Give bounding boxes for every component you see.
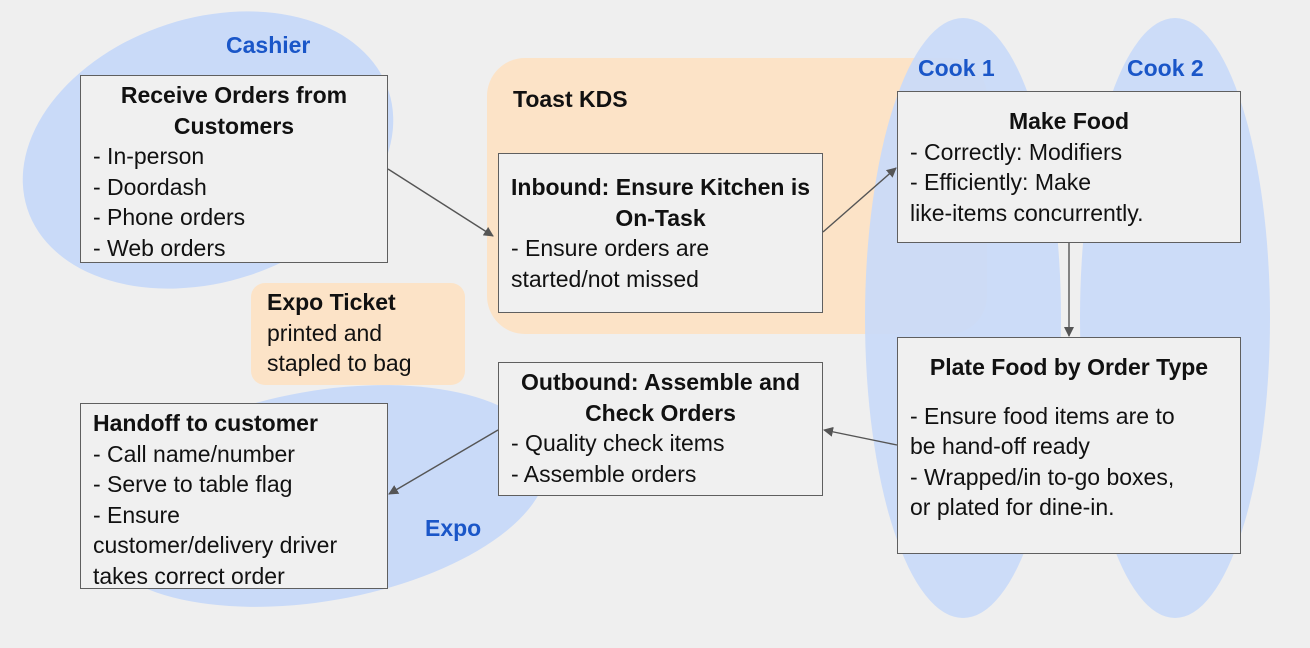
arrow-plate-to-outbound	[823, 426, 898, 446]
handoff-line: - Call name/number	[93, 440, 295, 467]
plate-food-line: - Ensure food items are to	[910, 402, 1175, 429]
expo-ticket-note: Expo Ticket printed and stapled to bag	[251, 283, 465, 385]
outbound-line: - Quality check items	[511, 430, 725, 456]
cook1-label: Cook 1	[918, 55, 995, 81]
make-food-title: Make Food	[1008, 108, 1130, 134]
plate-food-title: Plate Food by Order Type	[929, 354, 1209, 380]
inbound-title: Inbound: Ensure Kitchen is On-Task	[511, 174, 811, 231]
plate-food-line: - Wrapped/in to-go boxes,	[910, 463, 1175, 490]
inbound-line: started/not missed	[511, 265, 699, 292]
outbound-title: Outbound: Assemble and Check Orders	[521, 369, 800, 426]
outbound-line: - Assemble orders	[511, 460, 697, 487]
handoff-line: - Serve to table flag	[93, 471, 293, 497]
handoff-line: customer/delivery driver	[93, 532, 338, 558]
receive-orders-line: - Doordash	[93, 173, 207, 200]
receive-orders-line: - Web orders	[93, 234, 226, 261]
make-food-line: - Efficiently: Make	[910, 169, 1092, 195]
receive-orders-box: Receive Orders from Customers - In-perso…	[80, 75, 388, 263]
inbound-box: Inbound: Ensure Kitchen is On-Task - Ens…	[498, 153, 823, 313]
inbound-line: - Ensure orders are	[511, 235, 710, 261]
expo-ticket-title: Expo Ticket	[267, 289, 396, 315]
handoff-box: Handoff to customer - Call name/number -…	[80, 403, 388, 589]
plate-food-box: Plate Food by Order Type - Ensure food i…	[897, 337, 1241, 554]
handoff-line: takes correct order	[93, 562, 285, 589]
outbound-box: Outbound: Assemble and Check Orders - Qu…	[498, 362, 823, 496]
receive-orders-title: Receive Orders from Customers	[120, 82, 348, 139]
make-food-line: - Correctly: Modifiers	[910, 138, 1123, 165]
plate-food-line: or plated for dine-in.	[910, 494, 1115, 520]
handoff-line: - Ensure	[93, 501, 180, 528]
arrow-inbound-to-make	[822, 167, 897, 233]
arrow-outbound-to-handoff	[388, 429, 499, 495]
expo-label: Expo	[425, 515, 482, 541]
cook2-label: Cook 2	[1127, 55, 1204, 81]
toast-kds-label: Toast KDS	[513, 86, 628, 112]
receive-orders-line: - Phone orders	[93, 204, 246, 230]
cashier-label: Cashier	[226, 32, 311, 58]
expo-ticket-line: stapled to bag	[267, 350, 412, 376]
handoff-title: Handoff to customer	[93, 410, 318, 436]
make-food-box: Make Food - Correctly: Modifiers - Effic…	[897, 91, 1241, 243]
expo-ticket-line: printed and	[267, 319, 383, 346]
plate-food-line: be hand-off ready	[910, 433, 1090, 459]
arrow-receive-to-inbound	[387, 168, 494, 237]
receive-orders-line: - In-person	[93, 143, 205, 169]
make-food-line: like-items concurrently.	[910, 199, 1144, 226]
